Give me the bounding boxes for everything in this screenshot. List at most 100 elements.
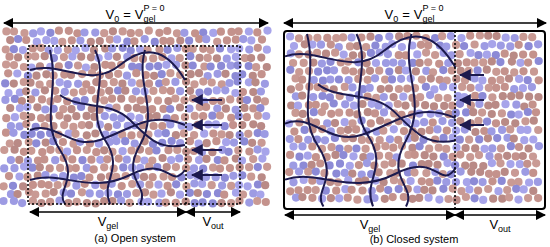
particle-dot bbox=[41, 86, 49, 94]
particle-dot bbox=[32, 139, 40, 147]
particle-dot bbox=[452, 109, 460, 117]
particle-dot bbox=[73, 146, 81, 154]
particle-dot bbox=[1, 79, 9, 87]
particle-dot bbox=[132, 87, 140, 95]
particle-dot bbox=[217, 62, 225, 70]
particle-dot bbox=[54, 46, 62, 54]
volume-label: Vout bbox=[489, 217, 510, 232]
particle-dot bbox=[208, 181, 216, 189]
particle-dot bbox=[123, 156, 131, 164]
particle-dot bbox=[22, 36, 30, 44]
particle-dot bbox=[295, 83, 303, 91]
particle-dot bbox=[83, 164, 91, 172]
panel-caption: (a) Open system bbox=[94, 232, 175, 245]
particle-dot bbox=[128, 95, 136, 103]
particle-dot bbox=[65, 61, 73, 69]
particle-dot bbox=[298, 76, 306, 84]
particle-dot bbox=[28, 130, 36, 138]
particle-dot bbox=[435, 144, 443, 152]
particle-dot bbox=[200, 130, 208, 138]
particle-dot bbox=[37, 27, 45, 35]
particle-dot bbox=[218, 130, 226, 138]
particle-dot bbox=[221, 174, 229, 182]
particle-dot bbox=[15, 172, 23, 180]
superscript: P = 0 bbox=[422, 3, 443, 14]
particle-dot bbox=[327, 41, 335, 49]
volume-symbol: V bbox=[384, 7, 393, 22]
particle-dot bbox=[465, 136, 473, 144]
particle-dot bbox=[476, 168, 484, 176]
particle-dot bbox=[28, 164, 36, 172]
particle-dot bbox=[10, 61, 18, 69]
particle-dot bbox=[475, 84, 483, 92]
particle-dot bbox=[388, 159, 396, 167]
particle-dot bbox=[470, 177, 478, 185]
particle-dot bbox=[217, 199, 225, 207]
particle-dot bbox=[119, 163, 127, 171]
particle-dot bbox=[258, 70, 266, 78]
particle-dot bbox=[41, 52, 49, 60]
particle-dot bbox=[479, 196, 487, 204]
particle-dot bbox=[154, 129, 162, 137]
gel-network bbox=[30, 50, 185, 204]
particle-dot bbox=[344, 194, 352, 202]
particle-dot bbox=[68, 36, 76, 44]
particle-dot bbox=[245, 27, 253, 35]
particle-dot bbox=[101, 112, 109, 120]
particle-dot bbox=[308, 194, 316, 202]
particle-dot bbox=[372, 59, 380, 67]
particle-dot bbox=[262, 112, 270, 120]
particle-dot bbox=[479, 58, 487, 66]
particle-dot bbox=[0, 146, 8, 154]
particle-dot bbox=[304, 152, 312, 160]
particle-dot bbox=[46, 29, 54, 37]
particle-dot bbox=[64, 80, 72, 88]
particle-dot bbox=[521, 117, 529, 125]
particle-dot bbox=[364, 76, 372, 84]
particle-dot bbox=[119, 44, 127, 52]
particle-dot bbox=[318, 92, 326, 100]
particle-dot bbox=[71, 130, 79, 138]
particle-dot bbox=[535, 57, 543, 65]
particle-dot bbox=[429, 119, 437, 127]
particle-dot bbox=[430, 102, 438, 110]
particle-dot bbox=[519, 51, 527, 59]
particle-dot bbox=[10, 27, 18, 35]
particle-dot bbox=[484, 101, 492, 109]
particle-dot bbox=[515, 91, 523, 99]
particle-dot bbox=[407, 177, 415, 185]
particle-dot bbox=[127, 29, 135, 37]
particle-dot bbox=[488, 159, 496, 167]
particle-dot bbox=[501, 67, 509, 75]
particle-dot bbox=[168, 137, 176, 145]
particle-dot bbox=[6, 104, 14, 112]
particle-dot bbox=[31, 88, 39, 96]
particle-dot bbox=[243, 113, 251, 121]
particle-dot bbox=[245, 163, 253, 171]
particle-dot bbox=[310, 108, 318, 116]
particle-dot bbox=[467, 119, 475, 127]
particle-dot bbox=[312, 186, 320, 194]
particle-dot bbox=[121, 137, 129, 145]
particle-dot bbox=[442, 145, 450, 153]
particle-dot bbox=[173, 44, 181, 52]
particle-dot bbox=[74, 61, 82, 69]
particle-dot bbox=[258, 36, 266, 44]
particle-dot bbox=[476, 31, 484, 39]
particle-dot bbox=[367, 49, 375, 57]
equals-sign: = bbox=[402, 7, 410, 22]
particle-dot bbox=[467, 84, 475, 92]
particle-dot bbox=[366, 67, 374, 75]
particle-dot bbox=[336, 160, 344, 168]
particle-dot bbox=[534, 178, 542, 186]
particle-dot bbox=[308, 142, 316, 150]
particle-dot bbox=[209, 29, 217, 37]
particle-dot bbox=[348, 186, 356, 194]
particle-dot bbox=[496, 58, 504, 66]
particle-dot bbox=[443, 159, 451, 167]
particle-dot bbox=[339, 33, 347, 41]
particle-dot bbox=[332, 187, 340, 195]
particle-dot bbox=[501, 100, 509, 108]
particle-dot bbox=[55, 27, 63, 35]
particle-dot bbox=[171, 78, 179, 86]
